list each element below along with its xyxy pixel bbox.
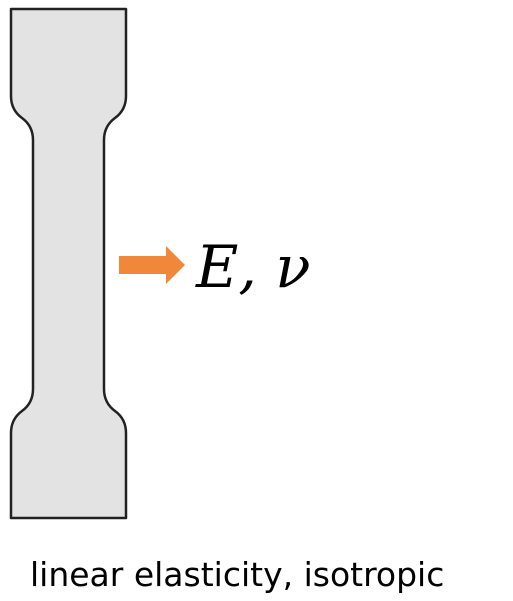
material-params-label: E, ν — [195, 233, 310, 301]
right-arrow-icon — [119, 246, 185, 284]
diagram-caption: linear elasticity, isotropic — [30, 555, 444, 594]
tensile-specimen-shape — [9, 7, 128, 520]
